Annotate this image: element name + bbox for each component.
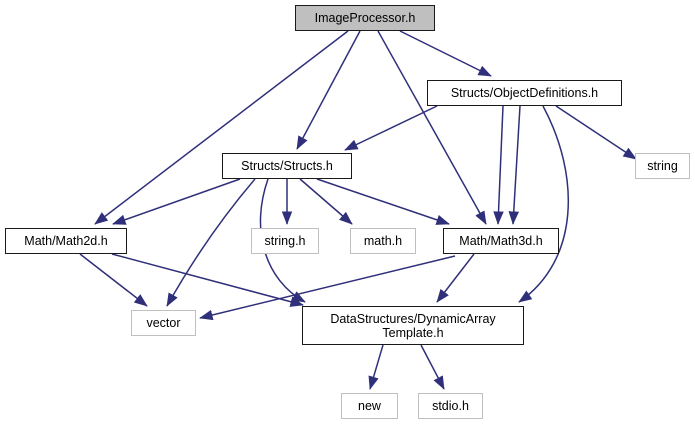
node-math3d[interactable]: Math/Math3d.h: [443, 228, 559, 254]
node-label-imageprocessor: ImageProcessor.h: [314, 11, 416, 25]
edge-structs-to-math3d: [316, 178, 450, 225]
node-mathh[interactable]: math.h: [350, 228, 416, 254]
node-objectdefinitions[interactable]: Structs/ObjectDefinitions.h: [427, 80, 622, 106]
node-imageprocessor[interactable]: ImageProcessor.h: [295, 5, 435, 31]
node-new[interactable]: new: [341, 393, 398, 419]
edge-math2d-to-vector: [79, 253, 148, 307]
edge-structs-to-math2d: [112, 178, 241, 225]
edge-dynamicarray-to-stdioh: [420, 344, 445, 390]
node-string[interactable]: string: [635, 153, 690, 179]
node-label-math3d: Math/Math3d.h: [459, 234, 543, 248]
node-label-objectdefinitions: Structs/ObjectDefinitions.h: [450, 86, 599, 100]
edge-objectdefinitions-to-math3d: [493, 105, 504, 225]
edge-objectdefinitions-to-dynamicarray: [518, 105, 570, 303]
edge-objectdefinitions-to-math3d_b: [508, 105, 521, 225]
edge-math3d-to-dynamicarray: [436, 253, 475, 303]
edge-imageprocessor-to-objectdefinitions: [399, 30, 492, 77]
node-label-structs: Structs/Structs.h: [241, 159, 333, 173]
edge-math3d-to-vector: [199, 255, 456, 321]
node-vector[interactable]: vector: [131, 310, 196, 336]
edge-imageprocessor-to-math2d: [94, 30, 349, 225]
node-label-stdioh: stdio.h: [432, 399, 469, 413]
node-label-string: string: [647, 159, 678, 173]
edge-imageprocessor-to-math3d: [377, 30, 487, 225]
node-stdioh[interactable]: stdio.h: [418, 393, 483, 419]
node-label-dynamicarray: DataStructures/DynamicArray Template.h: [330, 311, 496, 340]
node-label-stringh: string.h: [264, 234, 306, 248]
edge-math2d-to-dynamicarray: [111, 253, 304, 307]
node-stringh[interactable]: string.h: [251, 228, 319, 254]
node-structs[interactable]: Structs/Structs.h: [222, 153, 352, 179]
node-label-new: new: [358, 399, 381, 413]
edge-imageprocessor-to-structs: [296, 30, 361, 150]
edge-structs-to-vector: [166, 178, 256, 307]
node-label-math2d: Math/Math2d.h: [24, 234, 108, 248]
node-dynamicarray[interactable]: DataStructures/DynamicArray Template.h: [302, 306, 524, 345]
node-label-mathh: math.h: [363, 234, 403, 248]
node-math2d[interactable]: Math/Math2d.h: [5, 228, 127, 254]
edge-objectdefinitions-to-string: [555, 105, 637, 160]
edge-objectdefinitions-to-structs: [344, 105, 438, 151]
node-label-vector: vector: [146, 316, 181, 330]
edge-dynamicarray-to-new: [368, 344, 384, 390]
edge-structs-to-mathh: [299, 178, 353, 225]
